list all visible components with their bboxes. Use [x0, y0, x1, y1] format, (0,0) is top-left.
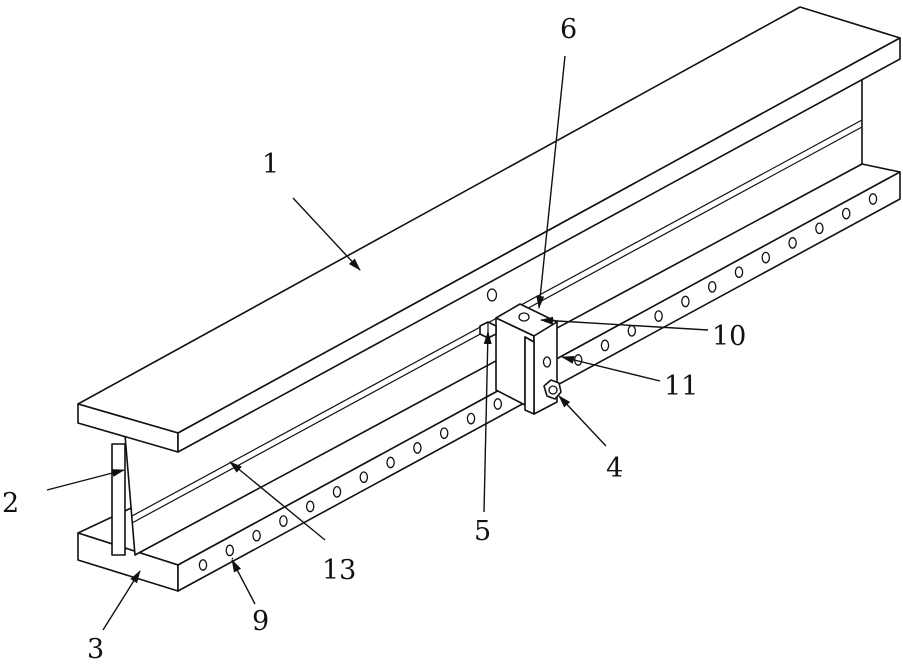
label-3: 3	[87, 634, 104, 664]
web-front-section	[112, 444, 125, 555]
clamp-lower-leg	[525, 337, 534, 414]
bolt-hole	[816, 223, 823, 233]
bolt-hole	[280, 516, 287, 526]
bolt-hole	[199, 560, 206, 570]
bolt-hole	[494, 399, 501, 409]
leader-4	[559, 396, 606, 446]
bolt-hole	[735, 267, 742, 277]
leader-9-stub	[232, 558, 233, 559]
bolt-hole	[414, 443, 421, 453]
bolt-hole	[682, 296, 689, 306]
bolt-hole	[655, 311, 662, 321]
bolt-hole	[869, 194, 876, 204]
bolt-hole	[333, 487, 340, 497]
bolt-hole	[441, 428, 448, 438]
leader-1	[293, 198, 360, 270]
label-1: 1	[262, 149, 279, 180]
bolt-hole	[843, 208, 850, 218]
label-6: 6	[560, 14, 577, 45]
label-2: 2	[2, 488, 19, 519]
clamp-right-face	[534, 322, 557, 414]
clamp-top-hole	[519, 313, 529, 321]
bolt-hole	[709, 282, 716, 292]
top-flange-hole	[488, 289, 497, 301]
web-face	[125, 68, 862, 555]
bolt-hole	[226, 545, 233, 555]
bolt-hole	[360, 472, 367, 482]
label-5: 5	[474, 516, 491, 547]
label-13: 13	[322, 555, 356, 586]
leader-3	[103, 571, 140, 630]
bolt-hole	[601, 340, 608, 350]
bolt-hole	[467, 413, 474, 423]
leader-9	[232, 560, 255, 604]
bolt-hole	[253, 531, 260, 541]
label-9: 9	[252, 606, 269, 637]
bolt-hole	[762, 252, 769, 262]
label-4: 4	[606, 453, 623, 484]
hex-bolt	[544, 380, 561, 399]
bolt-hole	[628, 326, 635, 336]
bolt-hole	[307, 501, 314, 511]
label-10: 10	[712, 321, 746, 352]
bolt-hole	[387, 457, 394, 467]
label-11: 11	[664, 371, 698, 402]
bolt-hole	[789, 238, 796, 248]
clamp-side-hole	[544, 357, 551, 367]
